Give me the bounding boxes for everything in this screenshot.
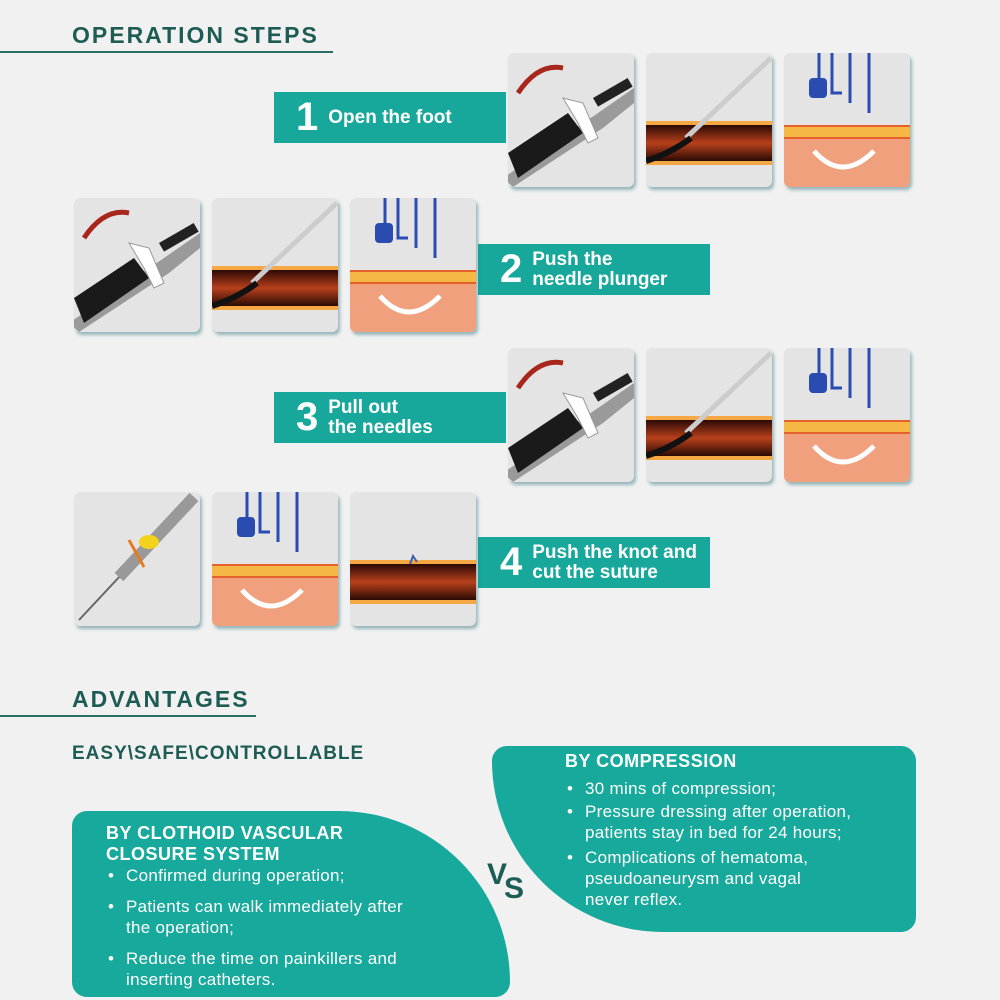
tagline: EASY\SAFE\CONTROLLABLE (72, 743, 365, 764)
advantages-heading: ADVANTAGES (72, 686, 250, 712)
device-illustration (508, 53, 634, 187)
versus-label: VS (487, 858, 525, 905)
step-text: Open the foot (328, 106, 452, 128)
knot-pusher-illustration (74, 492, 200, 626)
vessel-illustration (646, 53, 772, 187)
device-illustration (508, 348, 634, 482)
heading-underline (0, 715, 256, 717)
needle-skin-illustration (350, 198, 476, 332)
step-1-label: 1 Open the foot (274, 92, 506, 143)
list-item: 30 mins of compression; (565, 778, 916, 799)
list-item: Reduce the time on painkillers and inser… (106, 948, 426, 990)
list-item: Complications of hematoma, pseudoaneurys… (565, 847, 845, 910)
vessel-illustration (212, 198, 338, 332)
needle-skin-illustration (784, 53, 910, 187)
heading-underline (0, 51, 333, 53)
list-item: Pressure dressing after operation, patie… (565, 801, 905, 843)
list-item: Confirmed during operation; (106, 865, 510, 886)
step-number: 4 (500, 540, 523, 584)
step-number: 2 (500, 247, 523, 291)
needle-skin-illustration (784, 348, 910, 482)
list-item: Patients can walk immediately after the … (106, 896, 426, 938)
step-number: 3 (296, 395, 319, 439)
box-title: BY COMPRESSION (565, 751, 737, 771)
vessel-illustration (646, 348, 772, 482)
operation-steps-heading: OPERATION STEPS (72, 22, 319, 48)
step-number: 1 (296, 95, 319, 139)
suture-loop-illustration (212, 492, 338, 626)
compression-box: BY COMPRESSION 30 mins of compression; P… (492, 746, 916, 932)
device-illustration (74, 198, 200, 332)
closed-vessel-illustration (350, 492, 476, 626)
